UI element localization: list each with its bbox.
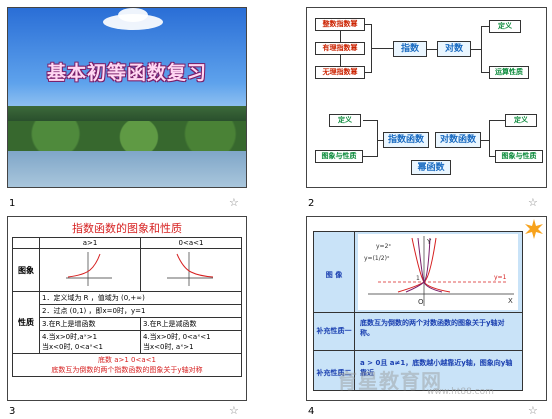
prop-cell: 4.当x>0时,aˣ>1 当x<0时, 0<aˣ<1	[39, 330, 141, 354]
arrow	[340, 55, 341, 66]
graph-cell	[140, 248, 242, 292]
prop-cell: 3.在R上是增函数	[39, 317, 141, 331]
diagram-box: 定义	[505, 114, 537, 127]
connector	[489, 156, 495, 157]
prop-line: 当x<0时, aˣ>1	[143, 343, 194, 351]
slide-number: 1	[9, 198, 16, 209]
graph-label: X	[508, 297, 513, 305]
connector	[371, 48, 393, 49]
connector	[481, 26, 489, 27]
prop-line: 当x<0时, 0<aˣ<1	[42, 343, 103, 351]
row-label: 图象	[12, 248, 40, 292]
diagram-box: 图象与性质	[495, 150, 543, 163]
log-function-graph: y=2ˣ y=(1/2)ˣ Y X O y=1 1	[364, 236, 514, 306]
cloud	[103, 14, 163, 30]
diagram-box-log: 对数	[437, 41, 471, 57]
properties-table: a>1 0<a<1 图象 性质 1．定义域为 R ，	[12, 237, 242, 377]
diagram-box: 有理指数幂	[315, 42, 365, 55]
prop-line: 4.当x>0时,aˣ>1	[42, 333, 98, 341]
connector	[363, 156, 377, 157]
divider	[314, 350, 522, 351]
slide-3-title: 指数函数的图象和性质	[72, 222, 182, 235]
treeline	[8, 106, 246, 125]
connector	[481, 26, 482, 73]
prop-cell: 1．定义域为 R ，值域为 (0,+∞)	[39, 291, 242, 305]
sun-icon	[525, 219, 543, 239]
slide-1-thumbnail[interactable]: 基本初等函数复习	[7, 7, 247, 188]
graph-label: O	[418, 298, 424, 306]
connector	[363, 120, 377, 121]
prop-line: 4.当x>0时, 0<aˣ<1	[143, 333, 211, 341]
lake-water	[8, 151, 246, 187]
row-label: 补充性质二	[316, 369, 352, 377]
row-label: 补充性质一	[316, 327, 352, 335]
slide-2-thumbnail[interactable]: 整数指数幂 有理指数幂 无理指数幂 指数 对数 定义 运算性质 定义 图象与性质…	[306, 7, 547, 188]
diagram-box-log-func: 对数函数	[435, 132, 481, 148]
decreasing-curve-graph	[167, 252, 214, 286]
cloud	[118, 8, 148, 22]
property-text: a > 0且 a≠1，底数越小越靠近y轴，图象向y轴靠近	[360, 359, 513, 377]
arrow	[427, 49, 437, 50]
footer-line: 底数互为倒数的两个指数函数的图象关于y轴对称	[51, 366, 203, 374]
footer-line: 底数 a>1 0<a<1	[98, 356, 156, 364]
diagram-box: 定义	[489, 20, 521, 33]
diagram-box: 整数指数幂	[315, 18, 365, 31]
content-pane: 图 像 补充性质一 补充性质二 y=2ˣ y=(1/2)ˣ Y X O y=1 …	[313, 231, 523, 391]
slide-3-thumbnail[interactable]: 指数函数的图象和性质 a>1 0<a<1 图象	[7, 216, 247, 401]
slide-number: 2	[308, 198, 315, 209]
diagram-box-exp-func: 指数函数	[383, 132, 429, 148]
graph-label: y=(1/2)ˣ	[364, 255, 390, 262]
prop-cell: 4.当x>0时, 0<aˣ<1 当x<0时, aˣ>1	[140, 330, 242, 354]
prop-cell: 2．过点 (0,1) ，即x=0时，y=1	[39, 304, 242, 318]
col-header: a>1	[39, 237, 141, 249]
row-label: 性质	[12, 291, 40, 354]
star-icon: ☆	[229, 196, 239, 209]
connector	[489, 120, 505, 121]
connector	[365, 24, 371, 25]
divider	[314, 312, 522, 313]
row-label: 图 像	[325, 271, 343, 279]
property-text: 底数互为倒数的两个对数函数的图象关于y轴对称。	[360, 319, 505, 337]
prop-cell: 3.在R上是减函数	[140, 317, 242, 331]
diagram-box-power-func: 幂函数	[411, 160, 451, 175]
slide-4-thumbnail[interactable]: 图 像 补充性质一 补充性质二 y=2ˣ y=(1/2)ˣ Y X O y=1 …	[306, 216, 547, 401]
diagram-box: 图象与性质	[315, 150, 363, 163]
connector	[489, 120, 490, 157]
connector	[471, 49, 481, 50]
slide-1-title: 基本初等函数复习	[46, 62, 207, 84]
graph-label: y=2ˣ	[376, 243, 391, 250]
star-icon: ☆	[528, 196, 538, 209]
arrow	[340, 31, 341, 42]
graph-label: 1	[416, 275, 420, 282]
star-icon: ☆	[528, 404, 538, 417]
watermark-text: 育星教育网	[337, 369, 442, 393]
increasing-curve-graph	[66, 252, 112, 286]
lotus-field	[8, 120, 246, 153]
connector	[481, 140, 489, 141]
col-header: 0<a<1	[140, 237, 242, 249]
connector	[377, 140, 383, 141]
graph-area: y=2ˣ y=(1/2)ˣ Y X O y=1 1	[358, 234, 518, 310]
graph-label: y=1	[494, 274, 507, 281]
graph-label: Y	[426, 238, 432, 246]
graph-cell	[39, 248, 141, 292]
diagram-box-exponent: 指数	[393, 41, 427, 57]
footer-cell: 底数 a>1 0<a<1 底数互为倒数的两个指数函数的图象关于y轴对称	[12, 353, 242, 377]
diagram-box: 无理指数幂	[315, 66, 365, 79]
connector	[365, 72, 371, 73]
connector	[377, 120, 378, 157]
diagram-box: 定义	[329, 114, 361, 127]
slide-number: 3	[9, 406, 16, 417]
watermark-url: www.ht88.com	[427, 387, 494, 397]
slide-number: 4	[308, 406, 315, 417]
star-icon: ☆	[229, 404, 239, 417]
connector	[481, 72, 489, 73]
divider	[354, 232, 355, 390]
diagram-box: 运算性质	[489, 66, 529, 79]
